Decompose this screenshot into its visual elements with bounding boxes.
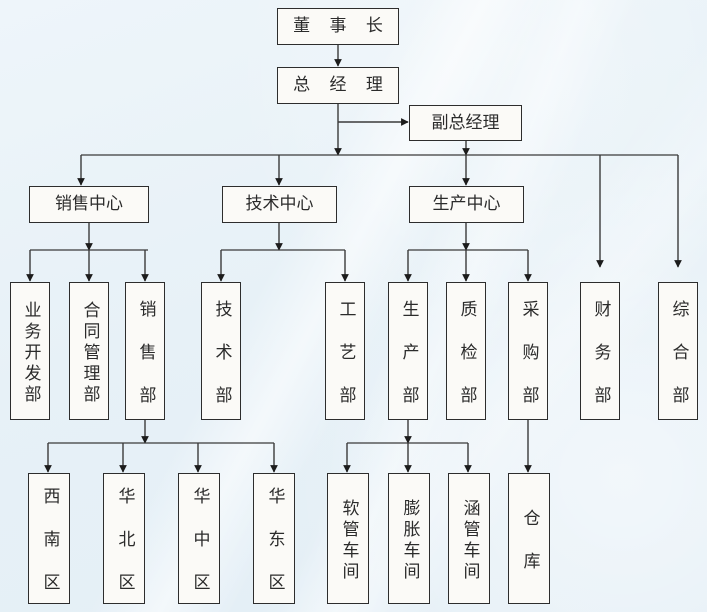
node-tech-dept[interactable]: 技术部 <box>201 282 241 429</box>
node-hose-workshop-label: 软管车间 <box>338 498 359 583</box>
node-craft-dept[interactable]: 工艺部 <box>325 282 365 429</box>
node-north-china-region[interactable]: 华北区 <box>103 473 145 612</box>
node-central-china-region-label: 华中区 <box>189 487 210 612</box>
node-sales-center[interactable]: 销售中心 <box>29 186 149 223</box>
node-production-dept[interactable]: 生产部 <box>388 282 428 429</box>
node-general-manager[interactable]: 总 经 理 <box>277 67 399 104</box>
node-central-china-region[interactable]: 华中区 <box>178 473 220 612</box>
node-tech-center-label: 技术中心 <box>245 194 314 214</box>
node-finance-dept[interactable]: 财务部 <box>580 282 620 429</box>
node-production-center[interactable]: 生产中心 <box>409 186 524 223</box>
node-southwest-region[interactable]: 西南区 <box>28 473 70 612</box>
node-business-dev-dept[interactable]: 业务开发部 <box>10 282 50 420</box>
node-deputy-general-manager-label: 副总经理 <box>431 112 500 133</box>
node-production-center-label: 生产中心 <box>432 194 501 214</box>
node-sales-dept-label: 销售部 <box>135 299 156 429</box>
node-north-china-region-label: 华北区 <box>114 487 135 612</box>
node-tech-dept-label: 技术部 <box>211 299 232 429</box>
node-expansion-workshop[interactable]: 膨胀车间 <box>388 473 430 604</box>
node-contract-mgmt-dept[interactable]: 合同管理部 <box>69 282 109 420</box>
node-quality-dept[interactable]: 质检部 <box>446 282 486 429</box>
node-contract-mgmt-dept-label: 合同管理部 <box>79 300 100 406</box>
node-business-dev-dept-label: 业务开发部 <box>20 300 41 406</box>
node-chairman[interactable]: 董 事 长 <box>277 8 399 45</box>
node-warehouse-label: 仓库 <box>519 508 540 595</box>
node-east-china-region-label: 华东区 <box>264 487 285 612</box>
node-tech-center[interactable]: 技术中心 <box>222 186 337 223</box>
node-warehouse[interactable]: 仓库 <box>508 473 550 604</box>
node-purchasing-dept[interactable]: 采购部 <box>508 282 548 429</box>
node-craft-dept-label: 工艺部 <box>335 299 356 429</box>
node-southwest-region-label: 西南区 <box>39 487 60 612</box>
node-chairman-label: 董 事 长 <box>293 16 390 36</box>
node-general-manager-label: 总 经 理 <box>293 75 390 95</box>
node-culvert-workshop-label: 涵管车间 <box>459 498 480 583</box>
node-hose-workshop[interactable]: 软管车间 <box>327 473 369 604</box>
node-general-affairs-dept[interactable]: 综合部 <box>658 282 698 429</box>
node-production-dept-label: 生产部 <box>398 299 419 429</box>
node-deputy-general-manager[interactable]: 副总经理 <box>409 105 522 141</box>
node-finance-dept-label: 财务部 <box>590 299 611 429</box>
node-east-china-region[interactable]: 华东区 <box>253 473 295 612</box>
node-quality-dept-label: 质检部 <box>456 299 477 429</box>
node-purchasing-dept-label: 采购部 <box>518 299 539 429</box>
node-sales-center-label: 销售中心 <box>55 194 123 214</box>
node-expansion-workshop-label: 膨胀车间 <box>399 498 420 583</box>
node-culvert-workshop[interactable]: 涵管车间 <box>448 473 490 604</box>
node-general-affairs-dept-label: 综合部 <box>668 299 689 429</box>
node-sales-dept[interactable]: 销售部 <box>125 282 165 429</box>
